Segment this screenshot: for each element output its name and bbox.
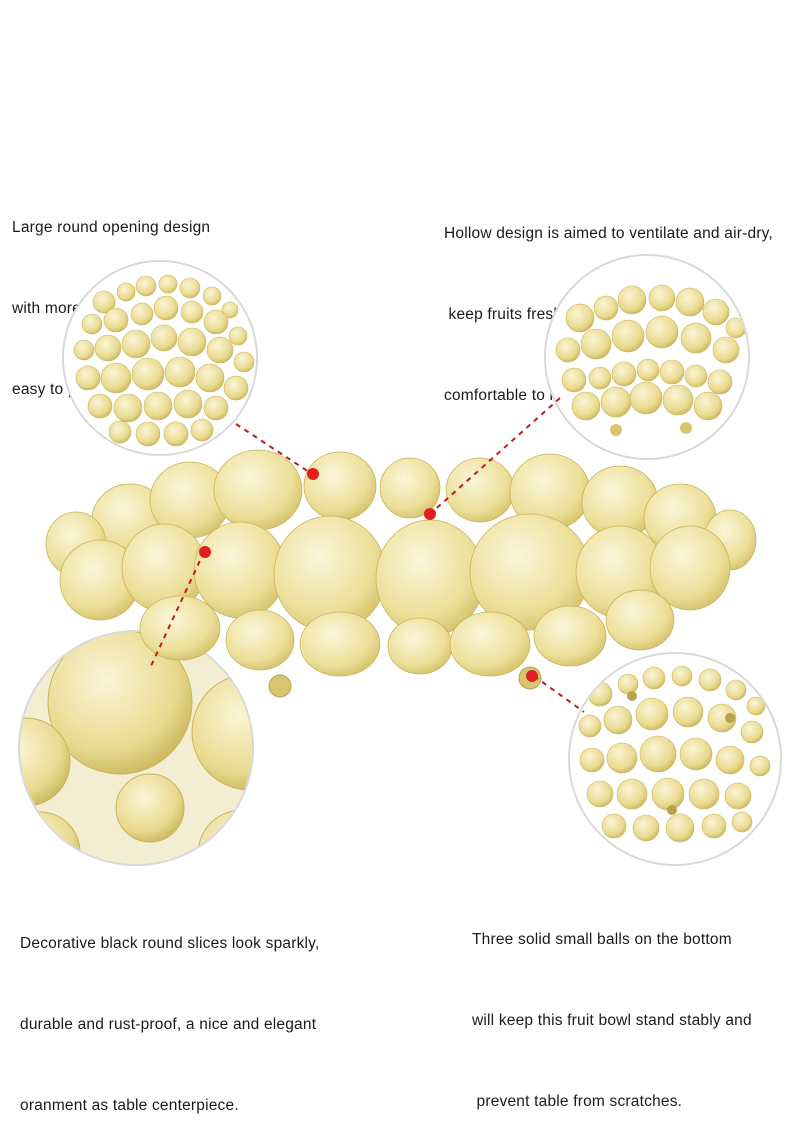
caption-bottom-right: Three solid small balls on the bottom wi… (472, 872, 752, 1142)
caption-bottom-left: Decorative black round slices look spark… (20, 876, 320, 1146)
discs-pattern-image (64, 262, 256, 454)
detail-zoom-feet (568, 652, 782, 866)
caption-line: Large round opening design (12, 219, 211, 236)
detail-zoom-hollow (544, 254, 750, 460)
discs-pattern-image (570, 654, 780, 864)
caption-line: Hollow design is aimed to ventilate and … (444, 225, 773, 242)
caption-line: prevent table from scratches. (472, 1093, 683, 1110)
caption-line: will keep this fruit bowl stand stably a… (472, 1012, 752, 1029)
caption-line: Three solid small balls on the bottom (472, 931, 732, 948)
detail-zoom-opening (62, 260, 258, 456)
discs-pattern-image (546, 256, 748, 458)
caption-line: durable and rust-proof, a nice and elega… (20, 1016, 317, 1033)
fruit-bowl-image (45, 449, 757, 698)
caption-line: oranment as table centerpiece. (20, 1097, 239, 1114)
caption-line: Decorative black round slices look spark… (20, 935, 320, 952)
